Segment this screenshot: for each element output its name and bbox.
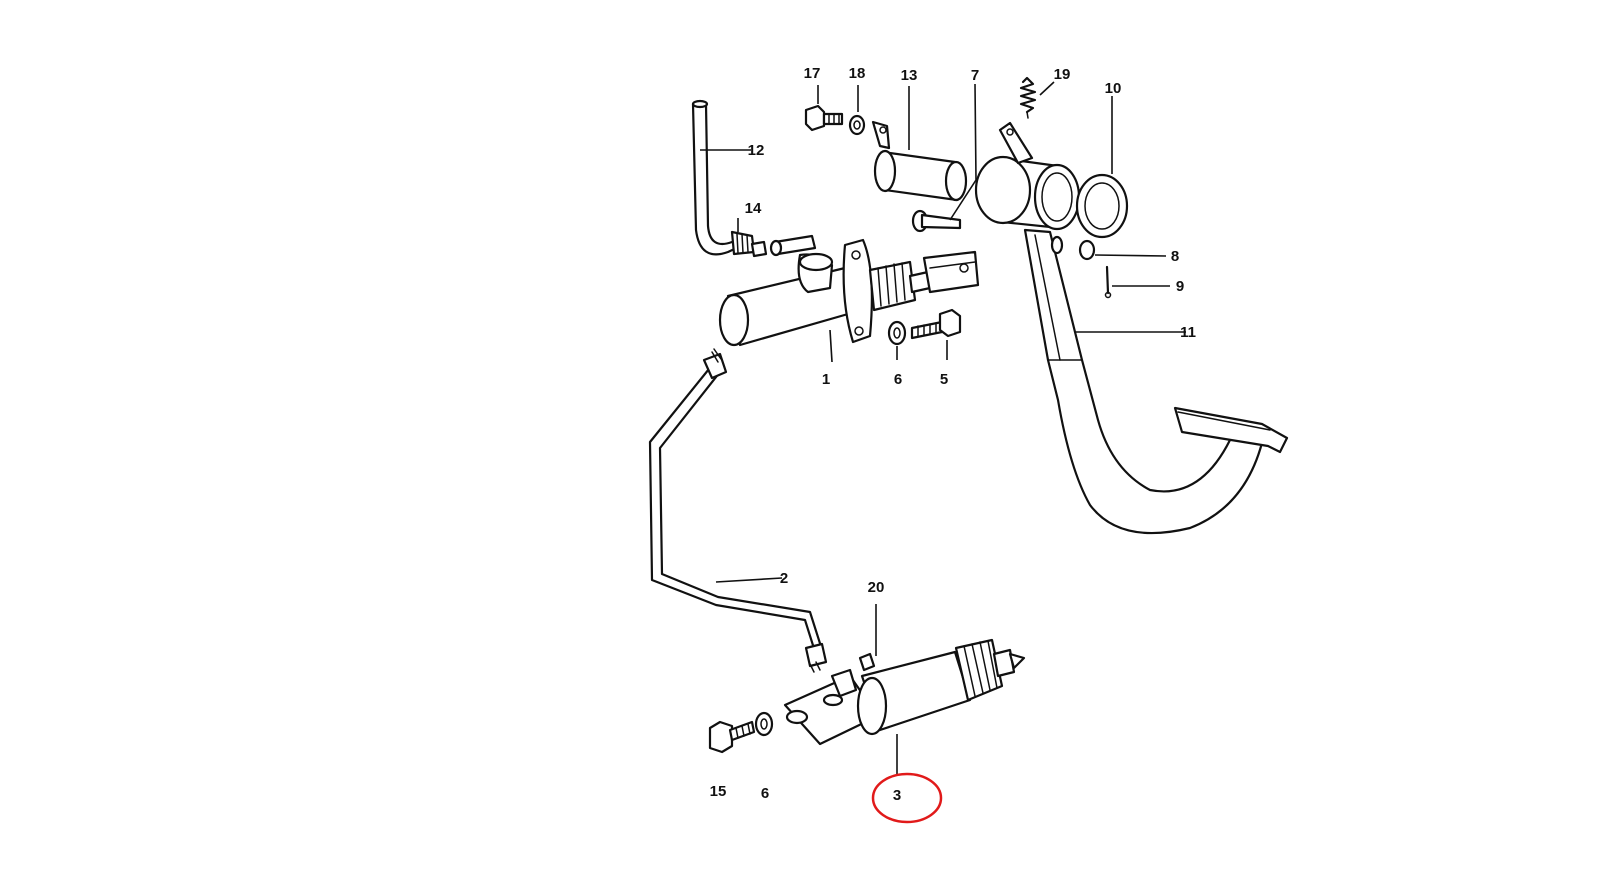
- callout-10: 10: [1105, 80, 1122, 97]
- bolt-17: [804, 104, 844, 132]
- callout-14: 14: [745, 200, 762, 217]
- callout-7: 7: [971, 67, 979, 84]
- hose-clamp: [730, 230, 768, 258]
- callout-19: 19: [1054, 66, 1071, 83]
- washer-6-upper: [887, 320, 907, 346]
- callout-labels: 17 18 13 7 19 10 12 14 8 9 11 1 6 5 2 20…: [710, 65, 1196, 804]
- pedal-pivot-tube: [974, 121, 1081, 255]
- return-spring: [1019, 76, 1037, 119]
- clutch-pedal: [1023, 228, 1289, 535]
- callout-13: 13: [901, 67, 918, 84]
- clutch-slave-cylinder: [783, 638, 1026, 746]
- callout-11: 11: [1180, 324, 1196, 341]
- washer-18: [848, 114, 866, 136]
- callout-8: 8: [1171, 248, 1179, 265]
- cotter-pin-9: [1104, 265, 1112, 299]
- washer-6-lower: [754, 711, 774, 737]
- highlight-circle: [871, 772, 943, 824]
- callout-15: 15: [710, 783, 727, 800]
- callout-20: 20: [868, 579, 885, 596]
- bolt-15: [708, 720, 756, 754]
- bushing-ring: [1075, 173, 1129, 239]
- hydraulic-line: [648, 348, 828, 673]
- callout-9: 9: [1176, 278, 1184, 295]
- washer-8: [1078, 239, 1096, 261]
- callout-3: 3: [893, 787, 901, 804]
- callout-17: 17: [804, 65, 821, 82]
- callout-2: 2: [780, 570, 788, 587]
- callout-6-lower: 6: [761, 785, 769, 802]
- callout-1: 1: [822, 371, 830, 388]
- bolt-7: [911, 209, 962, 233]
- pivot-pin: [871, 120, 968, 202]
- callout-5: 5: [940, 371, 948, 388]
- callout-18: 18: [849, 65, 866, 82]
- leader-lines: [700, 81, 1186, 776]
- callout-6-upper: 6: [894, 371, 902, 388]
- callout-12: 12: [748, 142, 765, 159]
- clutch-master-cylinder: [718, 234, 980, 347]
- bolt-5: [910, 308, 962, 340]
